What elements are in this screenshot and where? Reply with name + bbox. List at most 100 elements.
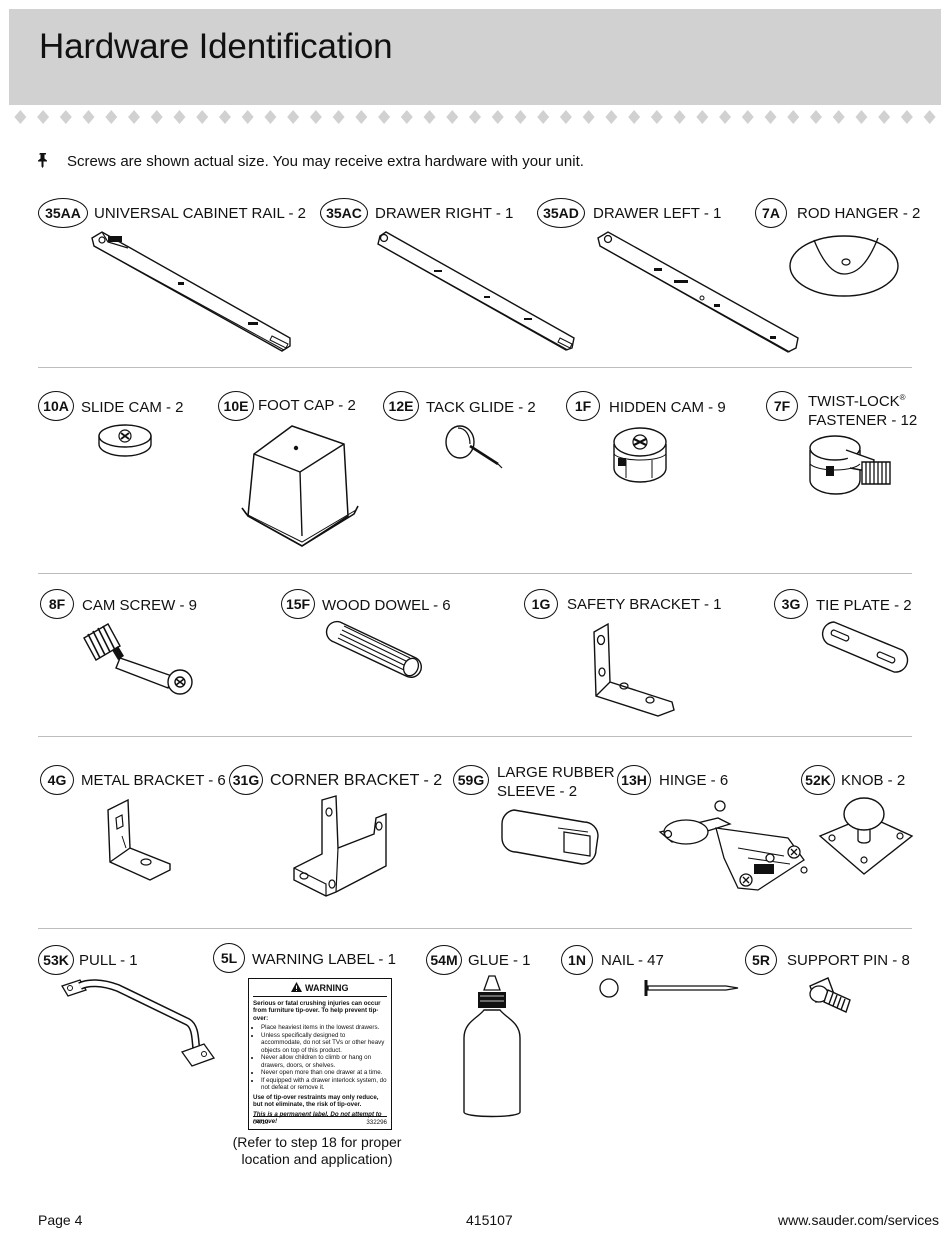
diamond-ornament (150, 110, 163, 124)
diamond-ornament (218, 110, 231, 124)
warning-bullet-list: Place heaviest items in the lowest drawe… (253, 1024, 387, 1092)
code-badge-15F: 15F (281, 589, 315, 619)
item-label-52K: KNOB - 2 (841, 772, 906, 789)
label-line-2: SLEEVE - 2 (497, 783, 578, 800)
item-label-10A: SLIDE CAM - 2 (81, 399, 184, 416)
warning-heading-text: WARNING (305, 983, 349, 993)
diamond-ornament (559, 110, 572, 124)
diamond-ornament (332, 110, 345, 124)
corner-bracket-illustration (293, 795, 387, 897)
item-label-4G: METAL BRACKET - 6 (81, 772, 226, 789)
warning-bullet: Never open more than one drawer at a tim… (261, 1069, 387, 1077)
diamond-ornament (82, 110, 95, 124)
diamond-ornament (14, 110, 27, 124)
item-label-1F: HIDDEN CAM - 9 (609, 399, 726, 416)
diamond-ornament (696, 110, 709, 124)
diamond-ornament (355, 110, 368, 124)
warning-number: 332296 (366, 1118, 387, 1126)
diamond-ornament (855, 110, 868, 124)
drawer-left-rail-illustration (597, 231, 799, 353)
warning-date: 04/10 (253, 1118, 269, 1126)
diamond-ornament (105, 110, 118, 124)
item-label-35AC: DRAWER RIGHT - 1 (375, 205, 514, 222)
diamond-ornament (809, 110, 822, 124)
diamond-border (14, 110, 936, 124)
item-label-35AD: DRAWER LEFT - 1 (593, 205, 722, 222)
glue-bottle-illustration (463, 975, 521, 1118)
label-line-2: FASTENER - 12 (808, 412, 918, 429)
code-badge-5R: 5R (745, 945, 777, 975)
support-pin-illustration (809, 977, 851, 1013)
label-line-1: LARGE RUBBER (497, 764, 615, 781)
wood-dowel-illustration (325, 620, 422, 678)
row-divider (38, 928, 912, 929)
code-badge-35AC: 35AC (320, 198, 368, 228)
rod-hanger-illustration (789, 235, 899, 297)
note-text: Screws are shown actual size. You may re… (67, 153, 584, 170)
metal-bracket-illustration (107, 798, 171, 881)
diamond-ornament (309, 110, 322, 124)
diamond-ornament (59, 110, 72, 124)
code-badge-53K: 53K (38, 945, 74, 975)
warning-restraint: Use of tip-over restraints may only redu… (253, 1093, 379, 1109)
foot-cap-illustration (241, 425, 359, 547)
diamond-ornament (196, 110, 209, 124)
code-badge-10A: 10A (38, 391, 74, 421)
page-number: Page 4 (38, 1212, 83, 1228)
item-label-1G: SAFETY BRACKET - 1 (567, 596, 722, 613)
code-badge-59G: 59G (453, 765, 489, 795)
website-link[interactable]: www.sauder.com/services (778, 1212, 940, 1228)
hinge-illustration (658, 800, 808, 891)
diamond-ornament (900, 110, 913, 124)
warning-bullet: Never allow children to climb or hang on… (261, 1054, 387, 1069)
item-label-35AA: UNIVERSAL CABINET RAIL - 2 (94, 205, 307, 222)
diamond-ornament (923, 110, 936, 124)
diamond-ornament (650, 110, 663, 124)
code-badge-31G: 31G (229, 765, 263, 795)
document-number: 415107 (466, 1212, 513, 1228)
diamond-ornament (582, 110, 595, 124)
item-label-12E: TACK GLIDE - 2 (426, 399, 536, 416)
pushpin-icon (38, 153, 47, 168)
diamond-ornament (264, 110, 277, 124)
code-badge-35AA: 35AA (38, 198, 88, 228)
label-line-1: TWIST-LOCK (808, 393, 900, 410)
item-label-15F: WOOD DOWEL - 6 (322, 597, 451, 614)
row-divider (38, 367, 912, 368)
drawer-right-rail-illustration (377, 231, 575, 351)
diamond-ornament (878, 110, 891, 124)
row-divider (38, 736, 912, 737)
item-label-1N: NAIL - 47 (601, 952, 664, 969)
pull-handle-illustration (61, 979, 216, 1067)
diamond-ornament (537, 110, 550, 124)
row-divider (38, 573, 912, 574)
code-badge-5L: 5L (213, 943, 245, 973)
page-title: Hardware Identification (39, 27, 393, 66)
diamond-ornament (423, 110, 436, 124)
diamond-ornament (832, 110, 845, 124)
cabinet-rail-illustration (91, 231, 291, 352)
item-label-54M: GLUE - 1 (468, 952, 531, 969)
diamond-ornament (514, 110, 527, 124)
page-header: Hardware Identification (9, 9, 941, 105)
warning-bullet: If equipped with a drawer interlock syst… (261, 1077, 387, 1092)
warning-label-graphic: WARNING Serious or fatal crushing injuri… (248, 978, 392, 1130)
warning-permanent: This is a permanent label. Do not attemp… (253, 1110, 382, 1126)
diamond-ornament (128, 110, 141, 124)
item-label-8F: CAM SCREW - 9 (82, 597, 198, 614)
item-label-7A: ROD HANGER - 2 (797, 205, 921, 222)
diamond-ornament (37, 110, 50, 124)
diamond-ornament (287, 110, 300, 124)
code-badge-1N: 1N (561, 945, 593, 975)
code-badge-8F: 8F (40, 589, 74, 619)
item-label-5R: SUPPORT PIN - 8 (787, 952, 910, 969)
warning-footer: 04/10 332296 (253, 1115, 387, 1127)
knob-illustration (818, 797, 914, 875)
diamond-ornament (173, 110, 186, 124)
item-label-5L: WARNING LABEL - 1 (252, 951, 396, 968)
warning-bullet: Place heaviest items in the lowest drawe… (261, 1024, 387, 1032)
safety-bracket-illustration (593, 622, 675, 717)
item-label-53K: PULL - 1 (79, 952, 138, 969)
code-badge-1F: 1F (566, 391, 600, 421)
cam-screw-illustration (83, 623, 193, 695)
